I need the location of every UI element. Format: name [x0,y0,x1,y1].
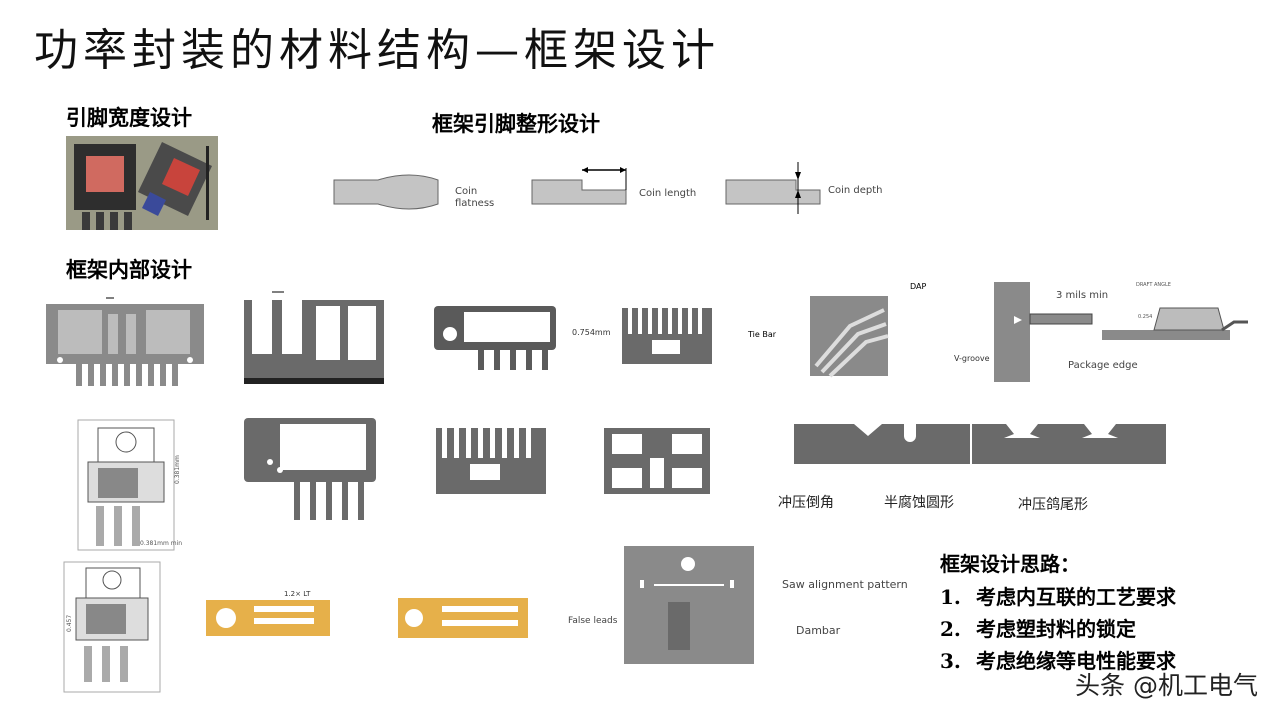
lead-width-photo [66,136,218,230]
frame-diagram-7 [436,428,546,494]
dap-label: DAP [910,282,927,291]
copper-frame-2 [398,598,528,638]
frame-diagram-6 [244,418,376,520]
dambar-label: Dambar [796,624,841,637]
v-groove-diagram [994,282,1093,382]
frame-diagram-2 [244,291,384,384]
coin-flatness-label-1: Coin [455,186,478,197]
notes-item-2: 2.考虑塑封料的锁定 [940,617,1136,641]
mold-lock-shapes [794,424,1166,464]
watermark: 头条 @机工电气 [1075,671,1258,700]
copper-frame-1 [206,600,330,636]
frame-diagram-5 [77,419,175,551]
tie-bar-label: Tie Bar [748,330,777,339]
frame-diagram-9 [63,561,161,693]
section-lead-width: 引脚宽度设计 [66,105,192,130]
notes-item-3: 3.考虑绝缘等电性能要求 [940,649,1176,673]
coin-depth-diagram [725,162,821,214]
frame-diagram-3 [434,306,556,370]
coin-length-label: Coin length [639,188,697,199]
coin-length-diagram [531,167,627,205]
false-leads-label: False leads [568,616,618,626]
section-lead-forming: 框架引脚整形设计 [432,111,600,136]
dim-0381-min: 0.381mm min [140,540,183,547]
dovetail-label: 冲压鸽尾形 [1018,497,1088,513]
frame-diagram-8 [604,428,710,494]
dim-0381-vertical: 0.381mm [174,455,181,484]
dim-0254-label: 0.254 [1138,314,1153,320]
page-title: 功率封装的材料结构—框架设计 [34,25,720,76]
notes-heading: 框架设计思路： [940,552,1080,576]
dim-0754-label: 0.754mm [572,328,611,337]
saw-alignment-diagram [624,546,754,664]
v-groove-label: V-groove [954,354,990,363]
coin-flatness-label-2: flatness [455,198,495,209]
design-notes: 框架设计思路： 1.考虑内互联的工艺要求 2.考虑塑封料的锁定 3.考虑绝缘等电… [940,548,1176,677]
coin-flatness-diagram [333,174,439,210]
coin-depth-label: Coin depth [828,185,883,196]
section-internal-design: 框架内部设计 [66,257,192,282]
half-etch-label: 半腐蚀圆形 [884,495,954,511]
chamfer-label: 冲压倒角 [778,495,834,511]
draft-angle-label: DRAFT ANGLE [1136,282,1171,288]
dim-0457-label: 0.457 [66,614,73,632]
saw-pattern-label: Saw alignment pattern [782,578,908,591]
notes-item-1: 1.考虑内互联的工艺要求 [940,585,1176,609]
frame-diagram-4 [622,308,712,364]
dim-12lt-label: 1.2× LT [284,590,311,598]
mils-label: 3 mils min [1056,290,1109,301]
package-edge-label: Package edge [1068,360,1138,371]
frame-diagram-1 [46,297,204,386]
draft-angle-diagram [1102,307,1248,340]
tie-bar-closeup [810,296,889,378]
